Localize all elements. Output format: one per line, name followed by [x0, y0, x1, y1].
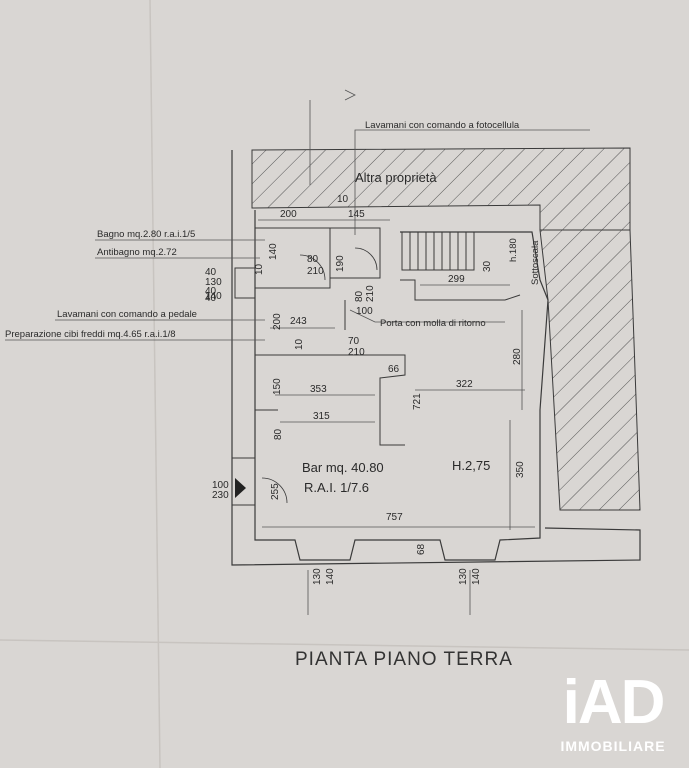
dim-757: 757 — [386, 512, 403, 523]
dim-230: 230 — [212, 490, 229, 501]
dimension-labels: 200 10 145 140 10 80 210 190 80 210 299 … — [205, 194, 526, 585]
note-lavamani-fotocellula: Lavamani con comando a fotocellula — [365, 120, 520, 131]
dim-100b: 100 — [212, 480, 229, 491]
door-swings — [261, 247, 378, 504]
dim-140: 140 — [268, 243, 279, 260]
note-sottoscala: Sottoscala — [530, 240, 541, 285]
dim-80b: 80 — [354, 290, 365, 302]
dim-150: 150 — [272, 378, 283, 395]
dim-243: 243 — [290, 316, 307, 327]
dim-145: 145 — [348, 209, 365, 220]
dim-350: 350 — [515, 461, 526, 478]
dim-190: 190 — [335, 255, 346, 272]
dim-40: 40 — [205, 267, 217, 278]
dim-280: 280 — [512, 348, 523, 365]
dim-299: 299 — [448, 274, 465, 285]
note-antibagno: Antibagno mq.2.72 — [97, 247, 177, 258]
dim-210c: 210 — [348, 347, 365, 358]
dim-315: 315 — [313, 411, 330, 422]
note-h180: h.180 — [508, 238, 519, 262]
dim-80c: 80 — [273, 428, 284, 440]
neighbor-hatch-right — [539, 229, 641, 511]
dim-210: 210 — [307, 266, 324, 277]
dim-353: 353 — [310, 384, 327, 395]
dim-130: 130 — [205, 277, 222, 288]
iad-logo: iAD IMMOBILIARE — [543, 672, 683, 764]
dim-322: 322 — [456, 379, 473, 390]
callout-leaders — [5, 89, 590, 341]
dim-30: 30 — [482, 260, 493, 272]
logo-subtitle: IMMOBILIARE — [560, 738, 666, 754]
note-bagno: Bagno mq.2.80 r.a.i.1/5 — [97, 229, 195, 240]
dim-10b: 10 — [254, 263, 265, 275]
dim-140d: 140 — [471, 568, 482, 585]
staircase — [401, 231, 475, 271]
paper-fold — [149, 0, 161, 768]
room-rai-label: R.A.I. 1/7.6 — [304, 480, 369, 495]
dim-130c: 130 — [458, 568, 469, 585]
dim-140b: 140 — [205, 291, 222, 302]
inner-wall — [254, 210, 549, 561]
room-height-label: H.2,75 — [452, 458, 490, 473]
dim-80: 80 — [307, 254, 319, 265]
entrance-marker — [235, 478, 246, 498]
dim-100: 100 — [356, 306, 373, 317]
dim-200: 200 — [280, 209, 297, 220]
dim-721: 721 — [412, 393, 423, 410]
dim-130b: 130 — [312, 568, 323, 585]
dim-68: 68 — [416, 543, 427, 555]
note-lavamani-pedale: Lavamani con comando a pedale — [57, 309, 197, 320]
dim-140c: 140 — [325, 568, 336, 585]
note-porta: Porta con molla di ritorno — [380, 318, 486, 329]
plan-title: PIANTA PIANO TERRA — [295, 649, 513, 670]
dim-255: 255 — [270, 483, 281, 500]
neighbor-hatch-top — [251, 147, 631, 231]
paper-fold — [0, 639, 689, 651]
room-bar-label: Bar mq. 40.80 — [302, 460, 384, 475]
dim-210b: 210 — [365, 285, 376, 302]
dim-40c: 40 — [205, 293, 217, 304]
dim-70: 70 — [348, 336, 360, 347]
note-preparazione: Preparazione cibi freddi mq.4.65 r.a.i.1… — [5, 329, 176, 340]
dim-10: 10 — [337, 194, 349, 205]
dim-200b: 200 — [272, 313, 283, 330]
dim-40b: 40 — [205, 286, 217, 297]
dimension-lines — [258, 219, 535, 615]
neighbor-label: Altra proprietà — [355, 170, 437, 185]
logo-mark: iAD — [562, 668, 666, 737]
dim-66: 66 — [388, 364, 400, 375]
outer-wall — [231, 150, 641, 566]
dim-10c: 10 — [294, 338, 305, 350]
